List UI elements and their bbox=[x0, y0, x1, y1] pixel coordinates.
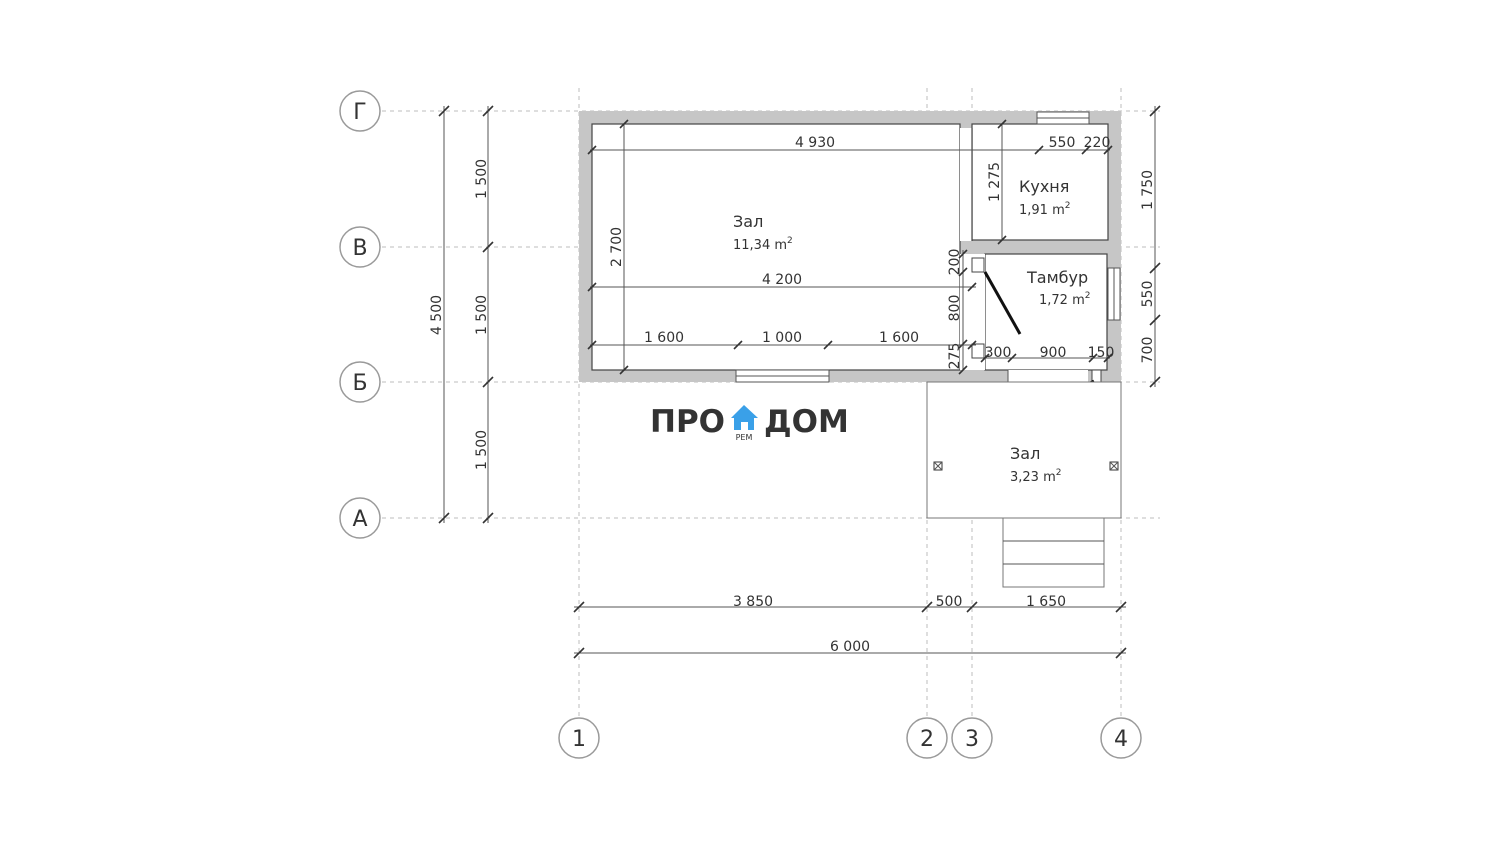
doors bbox=[971, 257, 1102, 423]
dim-inner-800: 800 bbox=[947, 295, 963, 322]
room-area-sup: 2 bbox=[787, 236, 793, 246]
col-axis-4-label: 4 bbox=[1114, 727, 1128, 752]
col-axis-2: 2 bbox=[906, 717, 948, 759]
dim-right-3: 700 bbox=[1140, 337, 1156, 364]
dim-right-2: 550 bbox=[1140, 281, 1156, 308]
room-zal-main: Зал 11,34 m2 bbox=[733, 212, 793, 253]
dim-left-1: 1 500 bbox=[474, 159, 490, 199]
col-axis-3-label: 3 bbox=[965, 727, 979, 752]
row-axis-g-label: Г bbox=[353, 100, 366, 125]
dim-inner-275: 275 bbox=[947, 343, 963, 370]
dim-inner-4930: 4 930 bbox=[795, 135, 835, 151]
windows bbox=[735, 111, 1121, 383]
dim-inner-1275: 1 275 bbox=[987, 162, 1003, 202]
room-area-value: 1,72 m bbox=[1039, 293, 1085, 308]
dim-left-total: 4 500 bbox=[429, 295, 445, 335]
dim-inner-1600a: 1 600 bbox=[644, 330, 684, 346]
row-axis-a: А bbox=[339, 497, 381, 539]
dim-inner-220: 220 bbox=[1084, 135, 1111, 151]
dim-bottom-1: 3 850 bbox=[733, 594, 773, 610]
room-area: 11,34 m2 bbox=[733, 236, 793, 253]
room-name: Кухня bbox=[1019, 177, 1069, 196]
row-axis-b: Б bbox=[339, 361, 381, 403]
room-area: 3,23 m2 bbox=[1010, 468, 1061, 485]
logo-house-icon bbox=[731, 405, 758, 430]
dim-inner-200: 200 bbox=[947, 249, 963, 276]
pro-dom-logo: ПРО РЕМ ДОМ bbox=[650, 404, 849, 442]
logo-text-right: ДОМ bbox=[764, 404, 849, 440]
room-area-sup: 2 bbox=[1056, 468, 1062, 478]
logo-text-left: ПРО bbox=[650, 404, 725, 440]
room-zal-terrace: Зал 3,23 m2 bbox=[1010, 444, 1061, 485]
row-axis-v: В bbox=[339, 226, 381, 268]
dim-inner-550: 550 bbox=[1049, 135, 1076, 151]
room-name: Тамбур bbox=[1026, 268, 1088, 287]
dim-inner-150: 150 bbox=[1088, 345, 1115, 361]
dim-bottom-chains bbox=[573, 601, 1127, 659]
room-name: Зал bbox=[733, 212, 763, 231]
room-area: 1,91 m2 bbox=[1019, 201, 1070, 218]
stairs bbox=[1002, 517, 1105, 588]
logo-text-small: РЕМ bbox=[736, 433, 753, 442]
row-axis-v-label: В bbox=[352, 236, 367, 261]
dim-inner-300: 300 bbox=[985, 345, 1012, 361]
col-axis-2-label: 2 bbox=[920, 727, 934, 752]
dim-inner-lines bbox=[587, 119, 1113, 375]
dim-inner-1000: 1 000 bbox=[762, 330, 802, 346]
room-name: Зал bbox=[1010, 444, 1040, 463]
dim-inner-900: 900 bbox=[1040, 345, 1067, 361]
dim-inner-4200: 4 200 bbox=[762, 272, 802, 288]
dim-left-chains bbox=[438, 105, 494, 524]
room-area-sup: 2 bbox=[1085, 291, 1091, 301]
room-area: 1,72 m2 bbox=[1039, 291, 1090, 308]
walls bbox=[579, 111, 1121, 382]
row-axis-b-label: Б bbox=[352, 371, 367, 396]
col-axis-4: 4 bbox=[1100, 717, 1142, 759]
dim-right-1: 1 750 bbox=[1140, 170, 1156, 210]
dim-bottom-2: 500 bbox=[936, 594, 963, 610]
room-area-sup: 2 bbox=[1065, 201, 1071, 211]
dim-left-3: 1 500 bbox=[474, 430, 490, 470]
col-axis-1: 1 bbox=[558, 717, 600, 759]
dim-left-2: 1 500 bbox=[474, 295, 490, 335]
terrace bbox=[926, 381, 1122, 519]
room-area-value: 3,23 m bbox=[1010, 470, 1056, 485]
row-axis-a-label: А bbox=[352, 507, 367, 532]
dim-right-chain bbox=[1149, 105, 1161, 388]
dim-inner-1600b: 1 600 bbox=[879, 330, 919, 346]
col-axis-3: 3 bbox=[951, 717, 993, 759]
row-axis-g: Г bbox=[339, 90, 381, 132]
dim-bottom-total: 6 000 bbox=[830, 639, 870, 655]
room-area-value: 11,34 m bbox=[733, 238, 787, 253]
room-area-value: 1,91 m bbox=[1019, 203, 1065, 218]
room-tambur: Тамбур 1,72 m2 bbox=[1026, 268, 1090, 308]
dim-bottom-3: 1 650 bbox=[1026, 594, 1066, 610]
dim-inner-2700: 2 700 bbox=[609, 227, 625, 267]
room-kitchen: Кухня 1,91 m2 bbox=[1019, 177, 1070, 218]
col-axis-1-label: 1 bbox=[572, 727, 586, 752]
